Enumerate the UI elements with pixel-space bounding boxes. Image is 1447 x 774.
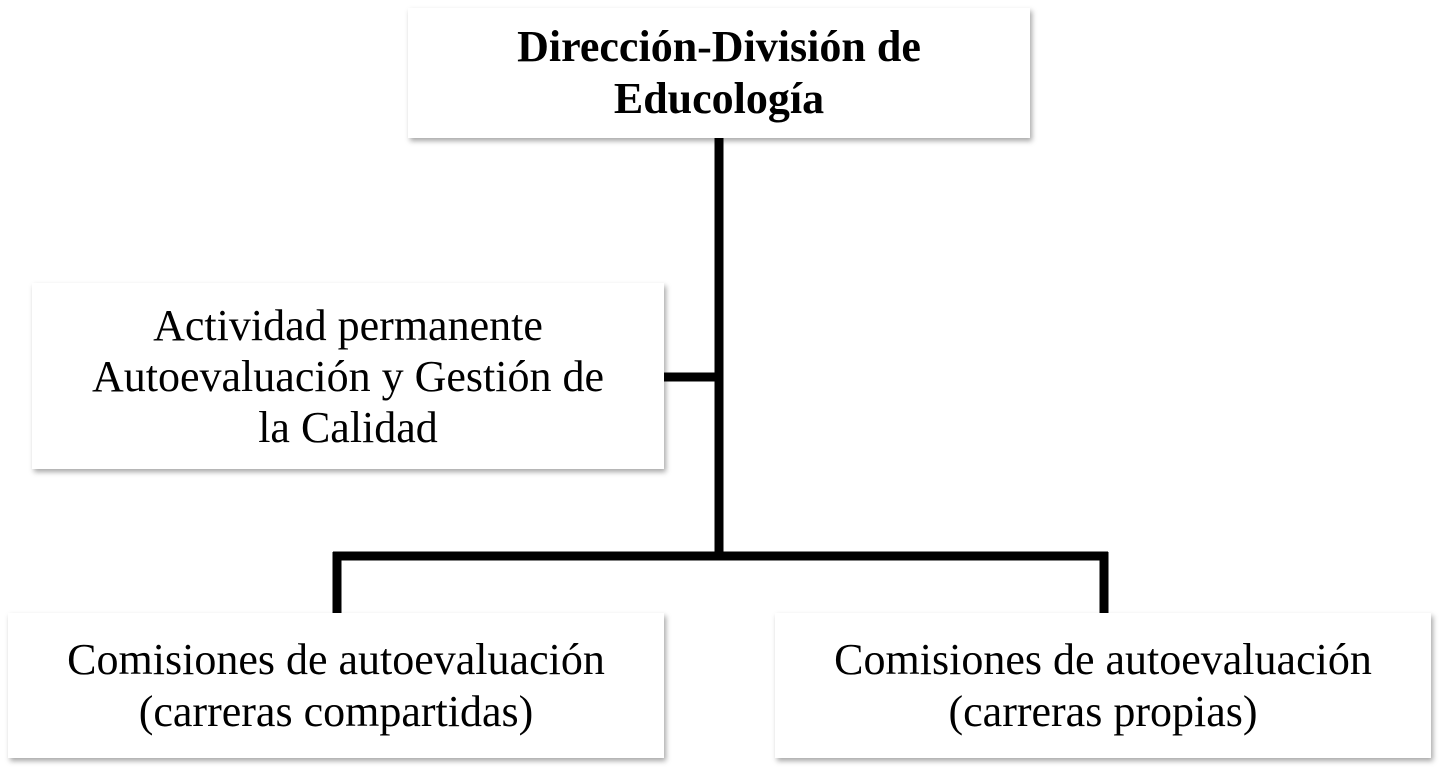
node-label-line: (carreras compartidas) — [138, 686, 534, 736]
node-label-line: (carreras propias) — [948, 686, 1258, 736]
node-comisiones-propias: Comisiones de autoevaluación (carreras p… — [775, 613, 1431, 758]
node-label-line: Comisiones de autoevaluación — [834, 634, 1372, 684]
node-comisiones-compartidas: Comisiones de autoevaluación (carreras c… — [8, 613, 664, 758]
node-label-line: Dirección-División de — [517, 22, 921, 71]
node-label-line: Educología — [613, 74, 825, 123]
node-label-line: Actividad permanente — [153, 300, 543, 350]
node-label-line: la Calidad — [258, 402, 438, 452]
node-direccion-division: Dirección-División de Educología — [408, 8, 1030, 138]
node-actividad-permanente: Actividad permanente Autoevaluación y Ge… — [32, 283, 664, 469]
node-label-line: Comisiones de autoevaluación — [67, 634, 605, 684]
node-label-line: Autoevaluación y Gestión de — [92, 351, 604, 401]
